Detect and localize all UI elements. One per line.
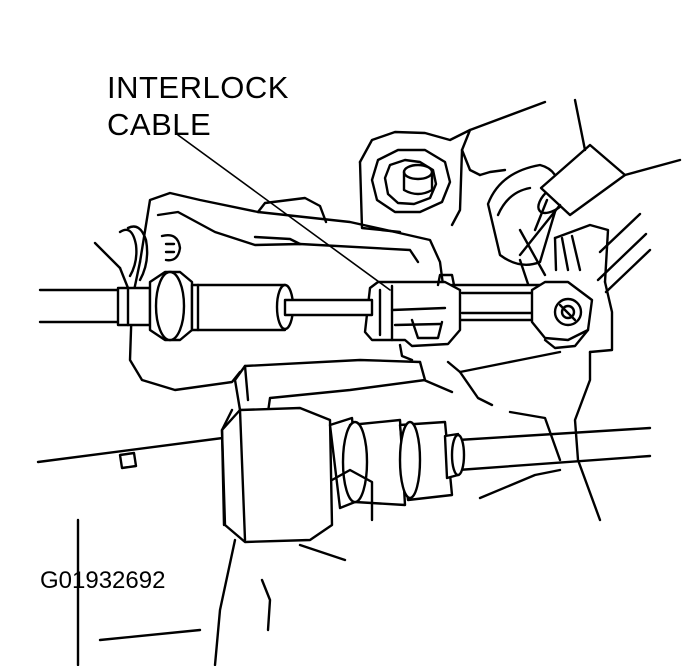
cable-housing xyxy=(38,241,374,342)
retaining-clip xyxy=(118,225,182,282)
interlock-connector xyxy=(363,273,462,362)
callout-leader-line xyxy=(177,134,391,291)
shift-lever xyxy=(486,98,682,302)
shift-cable-assembly xyxy=(36,358,652,666)
callout-label-line1: INTERLOCK xyxy=(107,70,289,105)
housing-outline xyxy=(128,100,652,522)
cable-end-fitting xyxy=(450,280,594,350)
figure-id-label: G01932692 xyxy=(40,567,166,594)
mounting-nut xyxy=(370,148,452,214)
callout-label-line2: CABLE xyxy=(107,107,212,142)
